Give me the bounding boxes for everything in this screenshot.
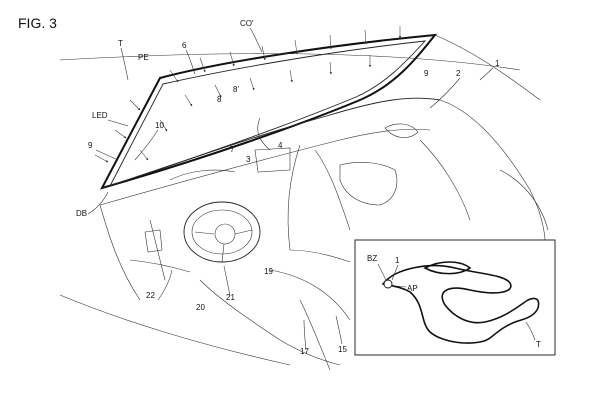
inset-label-ap: AP — [407, 284, 418, 293]
label-3: 3 — [246, 155, 251, 164]
race-track — [381, 264, 540, 344]
label-db: DB — [76, 209, 87, 218]
light-ray-arrows — [94, 26, 402, 163]
label-4: 4 — [278, 141, 283, 150]
cockpit-left — [99, 169, 236, 301]
inset-label-bz: BZ — [367, 254, 377, 263]
label-6: 6 — [182, 41, 187, 50]
windshield — [59, 33, 541, 190]
label-7: 7 — [230, 145, 235, 154]
label-led: LED — [92, 111, 108, 120]
inset-label-1: 1 — [395, 256, 400, 265]
label-22: 22 — [146, 291, 155, 300]
label-10: 10 — [155, 121, 164, 130]
steering-wheel — [183, 201, 261, 263]
label-21: 21 — [226, 293, 235, 302]
reference-labels: CO' T PE 6 1 2 9 8' 8 LED 10 9 7 4 3 DB … — [76, 19, 500, 356]
inset-label-t: T — [536, 340, 541, 349]
dashboard — [99, 97, 441, 251]
label-2: 2 — [456, 69, 461, 78]
label-9-left: 9 — [88, 141, 93, 150]
label-co-prime: CO' — [240, 19, 254, 28]
inset-track-map: BZ 1 AP T — [354, 239, 556, 356]
start-point — [383, 279, 393, 289]
label-20: 20 — [196, 303, 205, 312]
label-15: 15 — [338, 345, 347, 354]
label-t-top: T — [118, 39, 123, 48]
label-9-right: 9 — [424, 69, 429, 78]
label-19: 19 — [264, 267, 273, 276]
label-8-prime: 8' — [233, 85, 239, 94]
leader-lines — [87, 27, 494, 351]
label-17: 17 — [300, 347, 309, 356]
figure-title: FIG. 3 — [18, 15, 57, 31]
label-pe: PE — [138, 53, 149, 62]
label-8: 8 — [217, 95, 222, 104]
label-1: 1 — [495, 59, 500, 68]
